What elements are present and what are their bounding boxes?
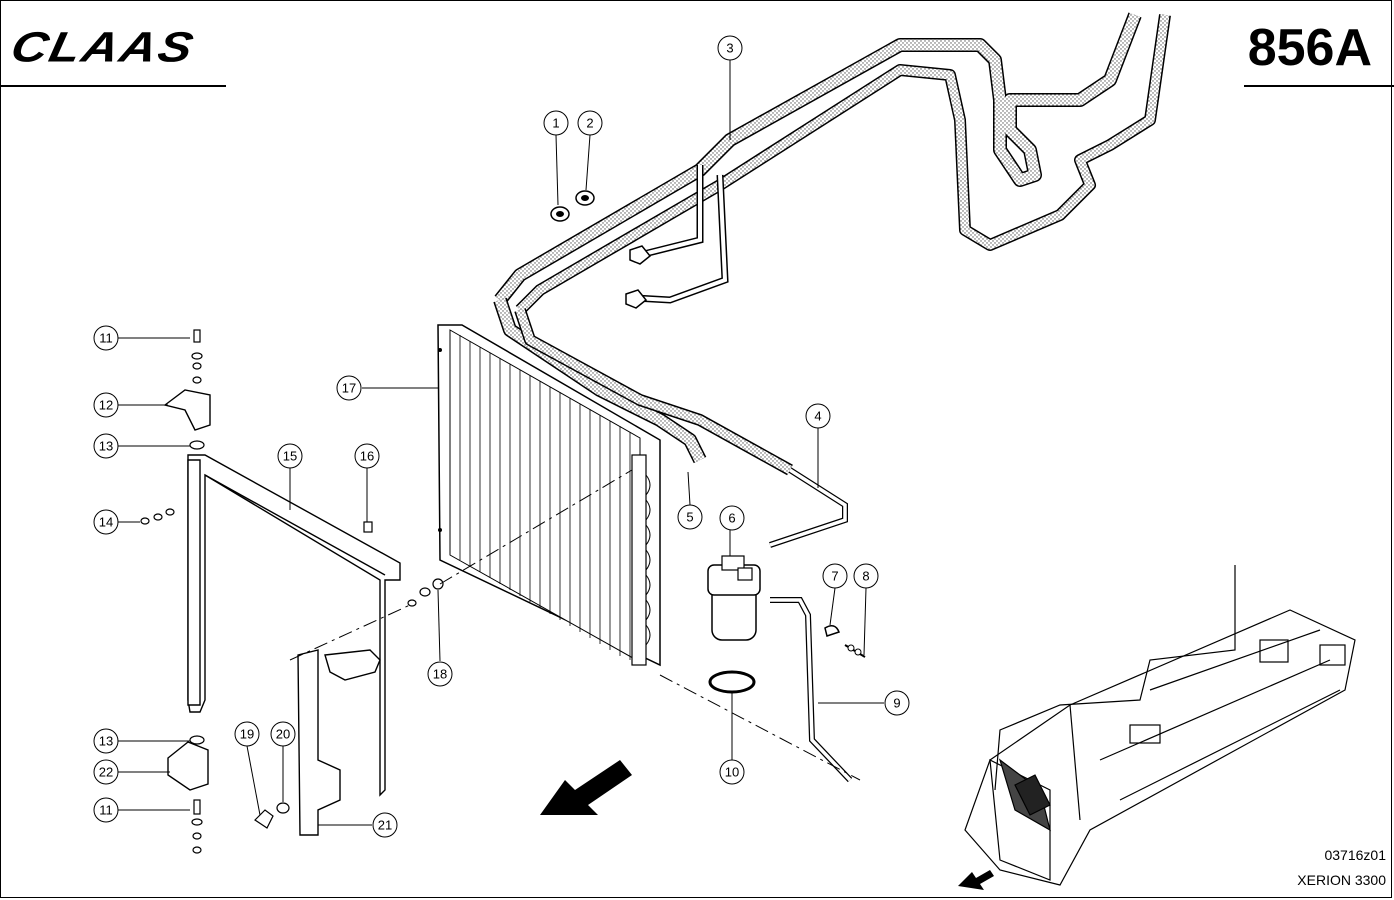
callout-13-lower: 13: [93, 728, 119, 754]
pipe-9: [770, 597, 853, 783]
svg-text:5: 5: [686, 510, 693, 525]
callout-12: 12: [93, 392, 119, 418]
svg-text:11: 11: [99, 331, 113, 346]
callout-8: 8: [853, 563, 879, 589]
callout-13: 13: [93, 433, 119, 459]
band-clamp-10: [708, 670, 756, 694]
callout-21: 21: [372, 812, 398, 838]
callout-6: 6: [719, 505, 745, 531]
svg-text:13: 13: [99, 439, 113, 454]
svg-text:8: 8: [862, 569, 869, 584]
callout-11-lower: 11: [93, 797, 119, 823]
direction-arrow: [540, 760, 632, 815]
svg-text:11: 11: [99, 803, 113, 818]
callout-2: 2: [577, 110, 603, 136]
page-number-underline: [1244, 85, 1394, 87]
inset-machine-view: [964, 565, 1356, 886]
callout-1: 1: [543, 110, 569, 136]
svg-text:18: 18: [433, 667, 447, 682]
svg-text:9: 9: [893, 696, 900, 711]
svg-text:4: 4: [814, 409, 821, 424]
page-number: 856A: [1247, 19, 1372, 77]
callout-10: 10: [719, 759, 745, 785]
callout-22: 22: [93, 759, 119, 785]
svg-text:21: 21: [378, 818, 392, 833]
svg-text:17: 17: [342, 381, 356, 396]
bracket-22: [167, 741, 209, 791]
callout-14: 14: [93, 509, 119, 535]
svg-text:14: 14: [99, 515, 113, 530]
callout-4: 4: [805, 403, 831, 429]
callout-19: 19: [234, 721, 260, 747]
bracket-21: [297, 649, 381, 836]
condenser-17: [437, 324, 661, 667]
svg-text:1: 1: [552, 116, 559, 131]
callout-17: 17: [336, 375, 362, 401]
mounting-frame-15: [187, 454, 401, 797]
callouts: 1 2 3 4 5 6 7 8 9 10 11 12 13 14 15 16 1…: [93, 35, 910, 838]
svg-text:19: 19: [240, 727, 254, 742]
svg-text:6: 6: [728, 511, 735, 526]
pipe-clips-1-2: [550, 190, 595, 222]
hose-assembly-3: [493, 12, 1171, 476]
model-name: XERION 3300: [1297, 872, 1386, 888]
callout-leaders: [118, 60, 884, 826]
svg-text:3: 3: [726, 41, 733, 56]
svg-text:7: 7: [831, 569, 838, 584]
svg-text:12: 12: [99, 398, 113, 413]
callout-15: 15: [277, 443, 303, 469]
drawing-id: 03716z01: [1324, 847, 1386, 863]
svg-text:16: 16: [360, 449, 374, 464]
svg-text:13: 13: [99, 734, 113, 749]
callout-7: 7: [822, 563, 848, 589]
pipe-4: [769, 467, 848, 548]
svg-text:2: 2: [586, 116, 593, 131]
callout-3: 3: [717, 35, 743, 61]
inset-direction-arrow: [958, 870, 994, 890]
callout-16: 16: [354, 443, 380, 469]
alignment-lines: [289, 469, 861, 781]
bracket-12: [163, 389, 211, 431]
receiver-drier-6: [707, 555, 761, 641]
svg-text:22: 22: [99, 765, 113, 780]
logo-underline: [0, 85, 226, 87]
callout-20: 20: [270, 721, 296, 747]
callout-18: 18: [427, 661, 453, 687]
fasteners: [140, 329, 444, 854]
callout-5: 5: [677, 504, 703, 530]
svg-text:10: 10: [725, 765, 739, 780]
clamp-7: [824, 625, 840, 637]
svg-text:15: 15: [283, 449, 297, 464]
svg-text:20: 20: [276, 727, 290, 742]
callout-9: 9: [884, 690, 910, 716]
bolt-8: [844, 644, 866, 658]
callout-11: 11: [93, 325, 119, 351]
